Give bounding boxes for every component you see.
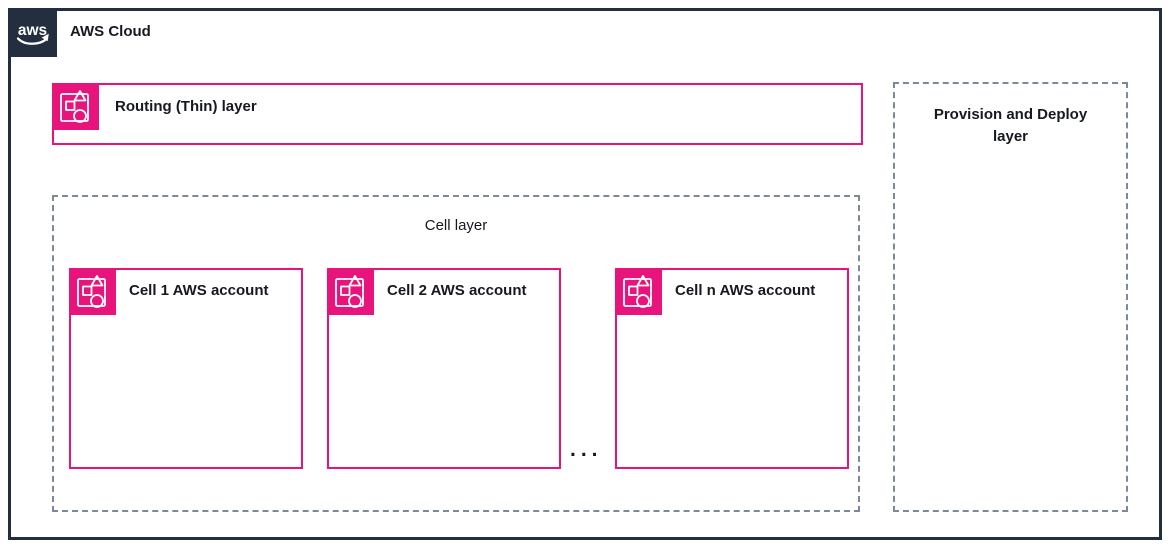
aws-account-icon — [52, 83, 99, 130]
more-cells-ellipsis: ... — [570, 438, 603, 461]
cell-layer-box: Cell layer Cell 1 AWS account — [52, 195, 860, 512]
aws-account-icon — [69, 268, 116, 315]
provision-and-deploy-layer-label: Provision and Deploy layer — [933, 106, 1088, 145]
routing-thin-layer-box: Routing (Thin) layer — [52, 83, 863, 145]
cell-2-aws-account-box: Cell 2 AWS account — [327, 268, 561, 469]
aws-logo-icon: aws — [8, 8, 57, 57]
cell-n-aws-account-box: Cell n AWS account — [615, 268, 849, 469]
cell-layer-label: Cell layer — [424, 217, 488, 234]
cell-1-aws-account-label: Cell 1 AWS account — [129, 282, 269, 299]
provision-and-deploy-layer-box: Provision and Deploy layer — [893, 82, 1128, 512]
aws-account-icon — [615, 268, 662, 315]
aws-smile-curve — [16, 37, 49, 45]
aws-smile-arrowhead — [41, 33, 49, 42]
aws-account-icon — [327, 268, 374, 315]
cell-1-aws-account-box: Cell 1 AWS account — [69, 268, 303, 469]
aws-cloud-label: AWS Cloud — [70, 23, 151, 40]
cell-2-aws-account-label: Cell 2 AWS account — [387, 282, 527, 299]
aws-logo-text: aws — [18, 22, 47, 39]
cell-n-aws-account-label: Cell n AWS account — [675, 282, 816, 299]
routing-thin-layer-label: Routing (Thin) layer — [115, 98, 257, 115]
